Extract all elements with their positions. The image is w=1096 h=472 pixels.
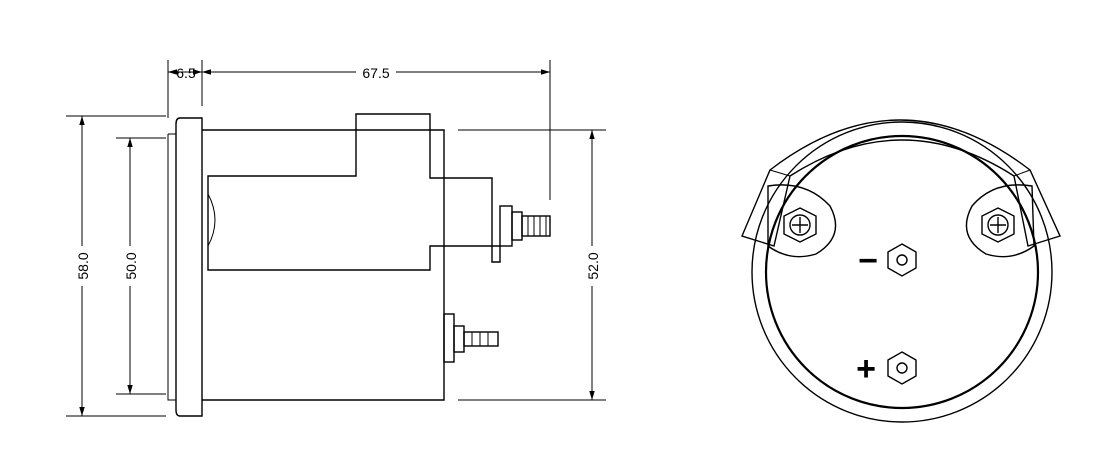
right-terminal-screw-icon [990,217,1006,233]
rear-view: − + [741,119,1061,423]
negative-terminal [887,243,917,277]
positive-symbol: + [856,350,876,388]
gauge-body [202,129,445,401]
bezel-flange [175,117,203,417]
mount-block [207,113,501,271]
left-terminal-screw-icon [792,217,808,233]
mounting-bracket [741,119,1061,247]
positive-terminal [887,351,917,385]
left-terminal [767,184,837,258]
bezel-lip [167,133,176,401]
negative-symbol: − [858,242,878,280]
right-terminal [965,184,1035,258]
rear-outer-circle [751,121,1053,423]
dim-flange-diameter: 58.0 [75,252,91,279]
dim-body-length: 67.5 [362,65,389,81]
lower-stud [443,313,499,363]
dim-flange-thickness: 6.5 [176,65,196,81]
side-view [167,113,551,417]
dim-bezel-diameter: 50.0 [123,252,139,279]
rear-inner-circle [764,134,1040,410]
top-stud [499,205,551,247]
dimension-lines [66,60,606,417]
dim-body-diameter: 52.0 [585,252,601,279]
